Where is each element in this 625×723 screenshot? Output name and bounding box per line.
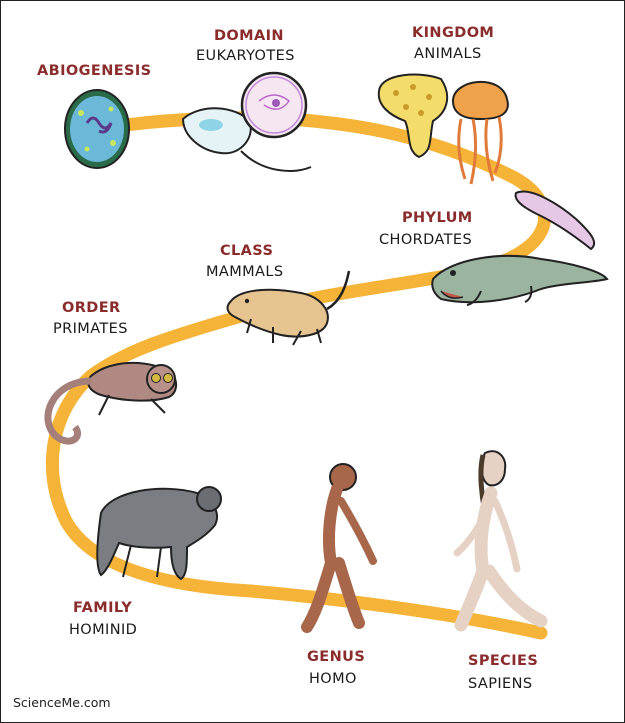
value-label-mammals: MAMMALS xyxy=(206,264,284,280)
credit-text: ScienceMe.com xyxy=(13,695,111,710)
human-icon xyxy=(453,450,548,632)
value-label-chordates: CHORDATES xyxy=(379,232,473,248)
shrew-icon xyxy=(226,270,351,346)
cell-icon xyxy=(64,89,130,169)
rank-label-genus: GENUS xyxy=(307,649,366,665)
rank-label-species: SPECIES xyxy=(468,653,539,669)
rank-label-domain: DOMAIN xyxy=(214,28,284,44)
rank-label-class: CLASS xyxy=(220,243,274,259)
eukaryote-icon xyxy=(181,71,312,173)
fish-icon xyxy=(431,190,609,306)
value-label-hominid: HOMINID xyxy=(69,622,138,638)
value-label-animals: ANIMALS xyxy=(414,46,482,62)
jellyfish-icon xyxy=(377,73,509,185)
rank-label-phylum: PHYLUM xyxy=(402,210,473,226)
rank-label-abiogenesis: ABIOGENESIS xyxy=(37,63,152,79)
value-label-sapiens: SAPIENS xyxy=(468,676,533,692)
rank-label-kingdom: KINGDOM xyxy=(412,25,495,41)
value-label-homo: HOMO xyxy=(309,671,357,687)
ape-icon xyxy=(96,486,222,581)
value-label-primates: PRIMATES xyxy=(53,321,128,337)
lemur-icon xyxy=(44,361,177,445)
early-human-icon xyxy=(301,463,377,633)
rank-label-family: FAMILY xyxy=(73,600,133,616)
rank-label-order: ORDER xyxy=(62,300,121,316)
value-label-eukaryotes: EUKARYOTES xyxy=(196,48,295,64)
